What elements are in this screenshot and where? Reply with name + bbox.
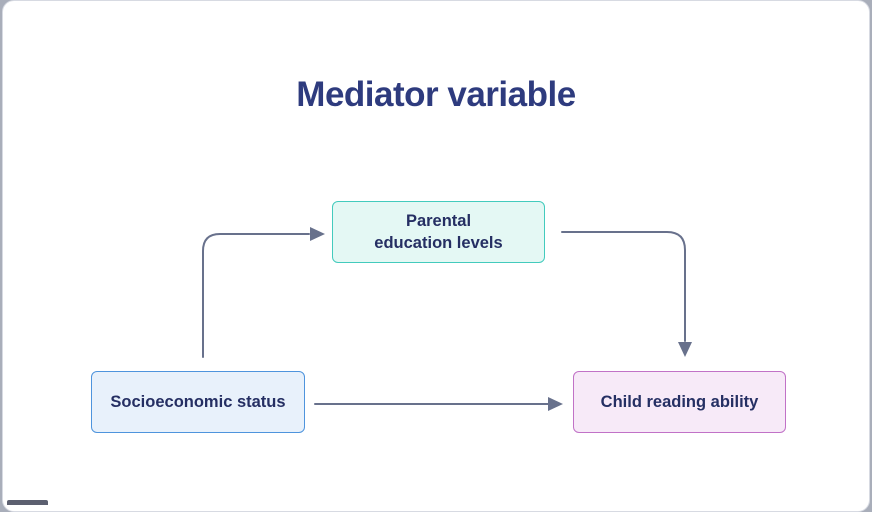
arrow-ses-to-parental bbox=[203, 227, 325, 357]
arrowhead-right-icon bbox=[310, 227, 325, 241]
node-label: Socioeconomic status bbox=[110, 391, 285, 413]
node-parental-education-levels: Parental education levels bbox=[332, 201, 545, 263]
node-child-reading-ability: Child reading ability bbox=[573, 371, 786, 433]
arrow-parental-to-child bbox=[562, 232, 692, 357]
cutoff-bottom-element bbox=[7, 500, 48, 505]
node-label-line: education levels bbox=[374, 232, 502, 254]
arrowhead-down-icon bbox=[678, 342, 692, 357]
node-socioeconomic-status: Socioeconomic status bbox=[91, 371, 305, 433]
node-label-line: Parental bbox=[406, 210, 471, 232]
node-label: Child reading ability bbox=[601, 391, 759, 413]
arrowhead-right-icon bbox=[548, 397, 563, 411]
page-title: Mediator variable bbox=[3, 75, 869, 115]
arrow-ses-to-child bbox=[315, 397, 563, 411]
